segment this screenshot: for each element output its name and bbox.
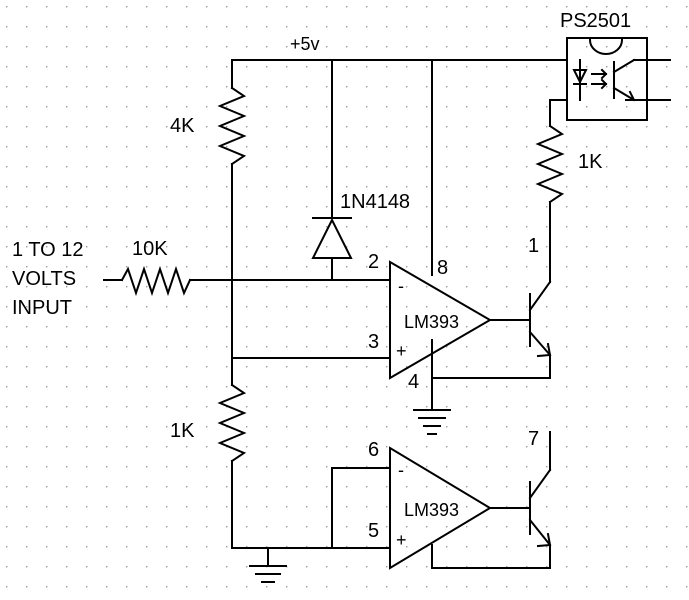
supply-rail — [231, 59, 568, 276]
diode-label: 1N4148 — [340, 191, 410, 213]
transistor-2-pin: 7 — [528, 428, 539, 450]
comparator-1-pin-vcc: 8 — [437, 257, 448, 279]
resistor-4k-label: 4K — [170, 115, 195, 137]
comparator-2-name: LM393 — [404, 500, 459, 520]
diode-1n4148 — [311, 217, 353, 281]
comparator-2 — [331, 446, 551, 570]
comparator-1-pin-gnd: 4 — [408, 371, 419, 393]
comparator-1-inv-sign: - — [398, 276, 404, 296]
transistor-1 — [431, 201, 552, 379]
comparator-1-pin-noninv: 3 — [368, 331, 379, 353]
comparator-1 — [389, 260, 531, 411]
resistor-4k — [217, 86, 247, 386]
resistor-10k — [103, 265, 391, 297]
resistor-1k-opto — [535, 99, 568, 204]
resistor-10k-label: 10K — [132, 238, 168, 260]
optocoupler-ps2501 — [566, 37, 671, 121]
transistor-1-pin: 1 — [528, 235, 539, 257]
optocoupler-label: PS2501 — [560, 10, 631, 32]
input-label-line1: 1 TO 12 — [12, 239, 84, 261]
comparator-1-noninv-sign: + — [396, 341, 407, 361]
comparator-2-pin-inv: 6 — [368, 439, 379, 461]
resistor-1k-bottom — [217, 383, 333, 549]
comparator-1-pin-inv: 2 — [368, 251, 379, 273]
resistor-1k-opto-label: 1K — [578, 151, 603, 173]
comparator-2-noninv-sign: + — [396, 530, 407, 550]
comparator-2-pin-noninv: 5 — [368, 520, 379, 542]
transistor-2 — [528, 431, 552, 569]
input-label-line3: INPUT — [12, 297, 72, 319]
resistor-1k-bottom-label: 1K — [170, 420, 195, 442]
ground-symbol-top — [413, 409, 451, 435]
supply-label: +5v — [290, 34, 320, 54]
ground-symbol-bottom — [249, 547, 287, 583]
comparator-1-name: LM393 — [404, 312, 459, 332]
input-label-line2: VOLTS — [12, 268, 76, 290]
comparator-2-inv-sign: - — [398, 460, 404, 480]
